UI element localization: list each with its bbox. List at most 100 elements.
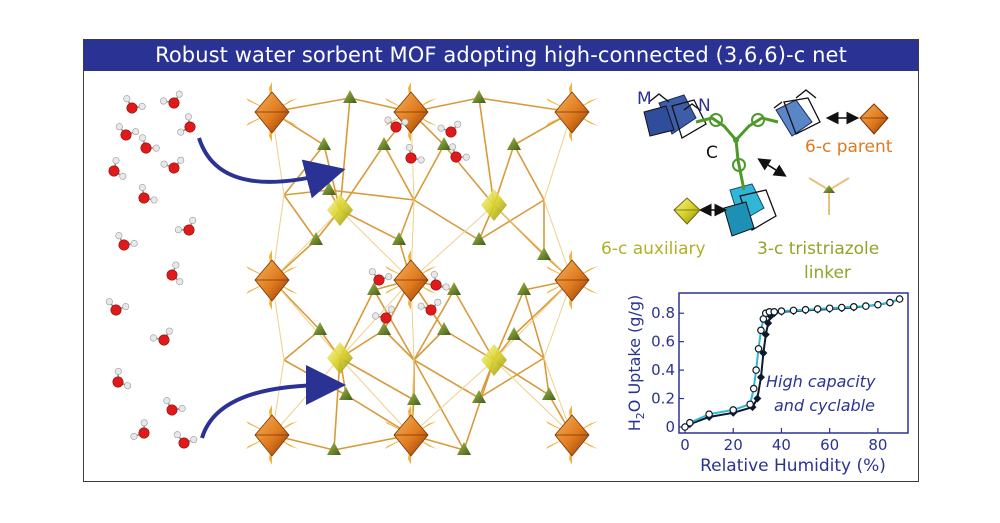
label-3c-linker-line1: 3-c tristriazole: [757, 239, 879, 259]
figure-title: Robust water sorbent MOF adopting high-c…: [155, 43, 847, 67]
water-molecule: [138, 183, 158, 204]
parent-node: [554, 259, 590, 302]
auxiliary-node: [481, 189, 507, 221]
linker-node: [437, 322, 451, 335]
chart-x-label: Relative Humidity (%): [700, 456, 886, 476]
linker-node: [472, 90, 486, 103]
isotherm-point: [895, 295, 904, 303]
tristriazole-linker-schematic: [643, 89, 889, 237]
linker-node: [447, 282, 461, 295]
mof-lattice: [246, 82, 598, 465]
label-6c-auxiliary: 6-c auxiliary: [601, 239, 706, 259]
x-tick-label: 80: [868, 436, 887, 454]
x-tick-label: 0: [680, 436, 690, 454]
x-tick-label: 60: [820, 436, 839, 454]
water-molecule: [112, 367, 132, 390]
auxiliary-node: [327, 342, 353, 374]
isotherm-point: [757, 326, 765, 335]
isotherm-point: [749, 384, 758, 393]
water-molecule: [449, 143, 470, 163]
parent-node: [554, 91, 590, 134]
parent-node: [254, 259, 290, 302]
water-molecule: [372, 305, 395, 324]
x-tick-label: 20: [724, 436, 743, 454]
figure-frame: Robust water sorbent MOF adopting high-c…: [83, 39, 919, 482]
linker-node: [507, 137, 521, 150]
y-tick-label: 0.6: [651, 333, 675, 351]
y-tick-label: 0.2: [651, 390, 675, 408]
parent-node: [393, 414, 429, 457]
water-molecule: [115, 232, 138, 251]
linker-node: [309, 232, 323, 245]
linker-node: [367, 282, 381, 295]
isotherm-point: [729, 406, 738, 414]
isotherm-point: [777, 307, 786, 315]
title-bar: Robust water sorbent MOF adopting high-c…: [84, 40, 918, 71]
linker-node: [457, 442, 471, 455]
linker-node: [437, 137, 451, 150]
water-molecule: [160, 90, 183, 109]
illustration-canvas: M N C 6-c parent 6-c auxiliary 3-c trist…: [105, 82, 909, 476]
linker-node: [542, 387, 556, 400]
y-tick-label: 0: [665, 418, 675, 436]
isotherm-point: [754, 344, 763, 353]
label-metal: M: [637, 89, 652, 109]
isotherm-point: [801, 305, 810, 314]
auxiliary-node: [481, 344, 507, 376]
isotherm-point: [886, 298, 894, 307]
linker-node: [377, 137, 391, 150]
water-molecule: [130, 419, 150, 440]
linker-node: [317, 137, 331, 150]
isotherm-point: [789, 306, 798, 315]
parent-node: [393, 259, 429, 302]
isotherm-point: [849, 303, 858, 311]
isotherm-point: [686, 418, 694, 427]
x-tick-label: 40: [772, 436, 791, 454]
linker-node: [507, 327, 521, 340]
isotherm-point: [770, 307, 779, 316]
chart-y-label: H2O Uptake (g/g): [625, 295, 647, 431]
water-molecules: [105, 90, 470, 449]
isotherm-point: [746, 400, 754, 409]
parent-node: [393, 91, 429, 134]
water-molecule: [417, 298, 442, 316]
parent-node: [254, 414, 290, 457]
isotherm-point: [837, 303, 846, 312]
water-molecule: [163, 397, 186, 416]
chart-annotation-line2: and cyclable: [774, 396, 875, 415]
linker-node: [313, 322, 327, 335]
water-molecule: [368, 268, 393, 286]
uptake-arrow-bottom: [200, 365, 346, 439]
label-3c-linker-line2: linker: [804, 263, 851, 283]
linker-node: [517, 282, 531, 295]
water-molecule: [139, 134, 160, 154]
isotherm-point: [753, 394, 762, 403]
isotherm-point: [752, 366, 760, 374]
water-molecule: [115, 123, 140, 141]
isotherm-point: [705, 410, 713, 419]
linker-node: [339, 387, 353, 400]
linker-node: [407, 392, 421, 405]
water-molecule: [173, 431, 198, 449]
parent-node: [254, 91, 290, 134]
uptake-arrow-top: [197, 137, 346, 199]
label-nitrogen: N: [698, 96, 711, 116]
water-molecule: [437, 120, 462, 138]
linker-node: [472, 232, 486, 245]
parent-node: [554, 414, 590, 457]
linker-node: [537, 247, 551, 260]
water-molecule: [160, 156, 185, 174]
water-molecule: [384, 116, 409, 133]
linker-node: [327, 442, 341, 455]
linker-node: [472, 390, 486, 403]
water-molecule: [177, 113, 196, 136]
linker-node: [343, 90, 357, 103]
chart-annotation-line1: High capacity: [766, 372, 876, 391]
isotherm-point: [874, 300, 882, 309]
water-molecule: [108, 157, 127, 180]
isotherm-point: [756, 373, 765, 382]
y-tick-label: 0.4: [651, 361, 675, 379]
water-molecule: [166, 261, 184, 286]
isotherm-point: [825, 304, 834, 313]
